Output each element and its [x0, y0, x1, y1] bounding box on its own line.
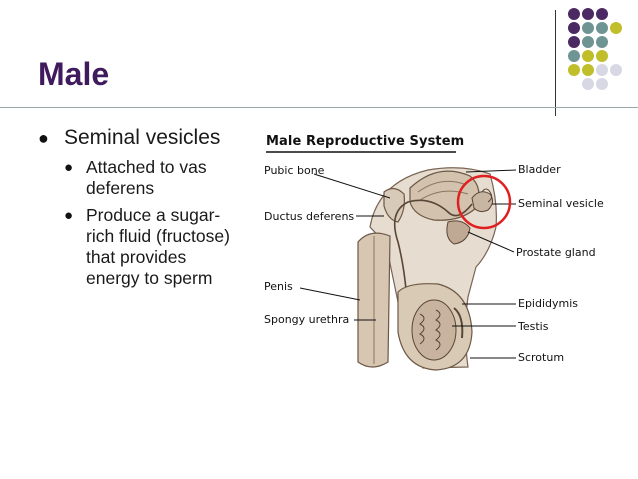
decorative-dots — [562, 8, 638, 108]
dot — [596, 78, 608, 90]
dot — [596, 22, 608, 34]
anatomy-figure: Male Reproductive System Pubic bone Duct… — [258, 132, 610, 384]
dot — [610, 64, 622, 76]
dot — [596, 64, 608, 76]
highlight-circle — [456, 174, 512, 230]
label-penis: Penis — [264, 280, 293, 293]
sub-bullet-item: ● Attached to vas deferens — [38, 157, 238, 199]
slide-title: Male — [38, 56, 110, 92]
dot — [568, 64, 580, 76]
anatomy-illustration — [266, 151, 517, 371]
dot — [582, 50, 594, 62]
label-bladder: Bladder — [518, 163, 561, 176]
dot — [582, 78, 594, 90]
divider-horizontal — [0, 107, 638, 108]
bullet-text: Seminal vesicles — [64, 126, 221, 149]
dot — [582, 64, 594, 76]
divider-vertical — [555, 10, 556, 116]
dot — [610, 22, 622, 34]
label-scrotum: Scrotum — [518, 351, 565, 364]
dot — [582, 8, 594, 20]
bullet-list: ● Seminal vesicles ● Attached to vas def… — [38, 125, 248, 289]
label-seminal-vesicle: Seminal vesicle — [518, 197, 604, 210]
dot — [568, 36, 580, 48]
bullet-item: ● Seminal vesicles — [38, 125, 248, 151]
label-pubic-bone: Pubic bone — [264, 164, 325, 177]
dot — [596, 8, 608, 20]
label-prostate-gland: Prostate gland — [516, 246, 596, 259]
label-epididymis: Epididymis — [518, 297, 579, 310]
label-testis: Testis — [518, 320, 549, 333]
bullet-icon: ● — [64, 159, 74, 176]
dot — [568, 50, 580, 62]
dot — [568, 8, 580, 20]
dot — [596, 50, 608, 62]
dot — [596, 36, 608, 48]
figure-title: Male Reproductive System — [266, 134, 465, 149]
sub-bullet-item: ● Produce a sugar-rich fluid (fructose) … — [38, 205, 238, 289]
sub-bullet-text: Attached to vas deferens — [86, 157, 207, 198]
bullet-icon: ● — [38, 128, 49, 148]
dot — [582, 36, 594, 48]
sub-bullet-text: Produce a sugar-rich fluid (fructose) th… — [86, 205, 230, 288]
dot — [582, 22, 594, 34]
label-spongy-urethra: Spongy urethra — [264, 313, 350, 326]
bullet-icon: ● — [64, 207, 74, 224]
dot — [568, 22, 580, 34]
label-ductus-deferens: Ductus deferens — [264, 210, 355, 223]
